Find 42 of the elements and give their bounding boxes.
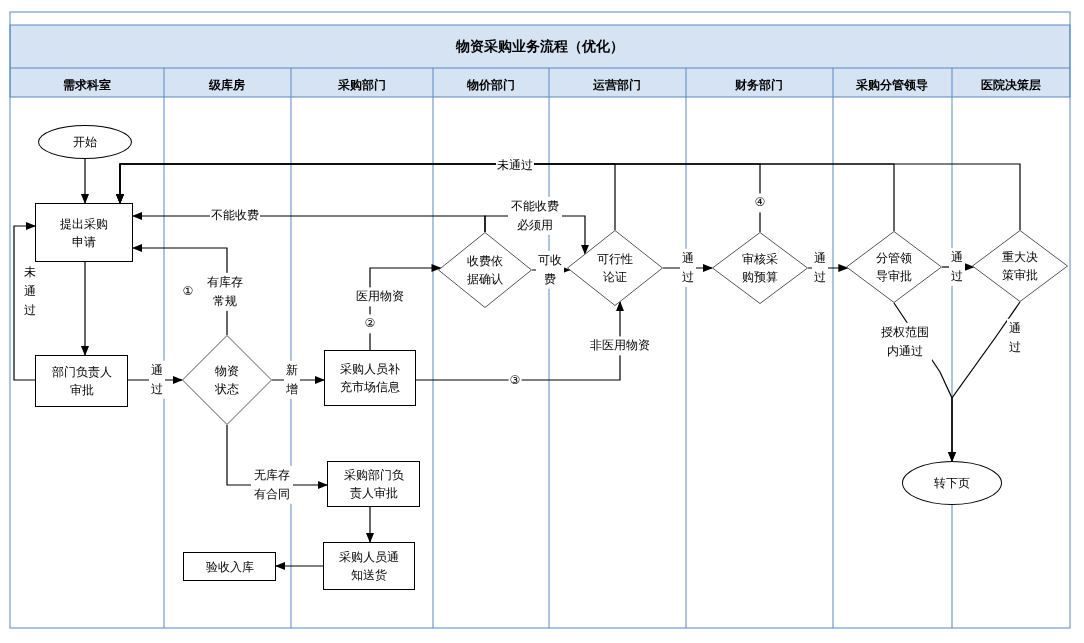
edge-label: 通过 [949,247,965,287]
edge-label: 无库存有合同 [251,465,293,505]
process-box: 采购人员补充市场信息 [324,350,416,406]
arrow [415,301,624,381]
arrow [13,222,36,381]
process-box: 采购人员通知送货 [323,542,415,590]
terminal-ellipse: 转下页 [902,461,1002,505]
arrow [81,261,89,356]
edge-label: 不能收费必须用 [508,196,562,236]
edge-label: 医用物资 [355,287,405,307]
arrow [948,301,1021,462]
lane-header: 物价部门 [466,77,516,95]
lane-header: 需求科室 [62,77,112,95]
process-box: 验收入库 [183,552,276,581]
edge-label: 有库存常规 [204,272,246,312]
edge-label: 新增 [284,360,300,400]
edge-label: 通过 [149,360,165,400]
lane-header: 财务部门 [734,77,784,95]
process-box: 提出采购申请 [35,203,133,262]
decision-diamond: 分管领导审批 [846,231,942,303]
arrow [366,506,374,543]
callout-number: ④ [753,193,767,213]
lane-header: 采购部门 [337,77,387,95]
edge-label: 授权范围内通过 [878,322,932,362]
lane-header: 级库房 [208,77,246,95]
decision-diamond: 重大决策审批 [972,230,1068,302]
process-box: 部门负责人审批 [35,355,128,407]
lane-header: 采购分管领导 [855,77,929,95]
terminal-ellipse: 开始 [38,125,132,159]
process-box: 采购部门负责人审批 [327,461,420,507]
edge-label: 通过 [680,248,696,288]
chart-title: 物资采购业务流程（优化） [454,38,625,56]
decision-diamond: 收费依据确认 [438,232,532,308]
arrow [275,562,324,570]
lane-header: 医院决策层 [980,77,1042,95]
decision-diamond: 物资状态 [182,335,272,425]
lane-header: 运营部门 [592,77,642,95]
decision-diamond: 审核采购预算 [712,232,808,304]
arrow [81,158,89,204]
callout-number: ② [363,314,377,334]
edge-label: 非医用物资 [589,336,651,356]
decision-diamond: 可行性论证 [567,230,663,306]
